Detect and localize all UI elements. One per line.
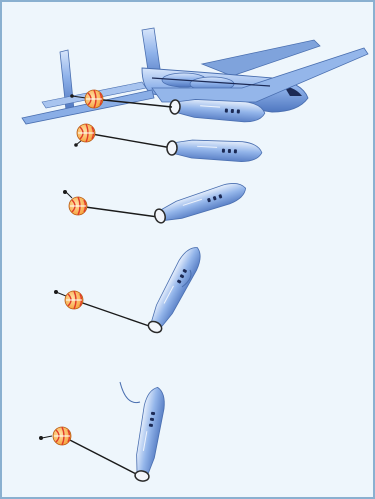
stage-5-drogue-icon — [53, 427, 71, 445]
stage-1-aircraft-group — [22, 28, 368, 124]
stage-5-booster-icon — [131, 386, 167, 483]
stage-3-group — [63, 179, 249, 227]
stage-2-group — [74, 124, 262, 163]
stage-5-group — [39, 382, 167, 483]
stage-2-tow-line — [86, 133, 172, 148]
stage-3-tow-line — [78, 206, 158, 217]
stage-5-lanyard — [120, 382, 140, 403]
stage-4-group — [54, 243, 206, 336]
stage-2-booster-icon — [166, 138, 262, 163]
stage-4-drogue-icon — [65, 291, 83, 309]
stage-4-tow-line — [74, 300, 152, 327]
stage-5-tow-line — [62, 436, 140, 476]
stage-3-drogue-icon — [69, 197, 87, 215]
stage-2-drogue-icon — [77, 124, 95, 142]
stage-4-booster-icon — [144, 243, 206, 336]
stage-3-booster-icon — [152, 179, 249, 227]
stage-1-drogue-icon — [85, 90, 103, 108]
